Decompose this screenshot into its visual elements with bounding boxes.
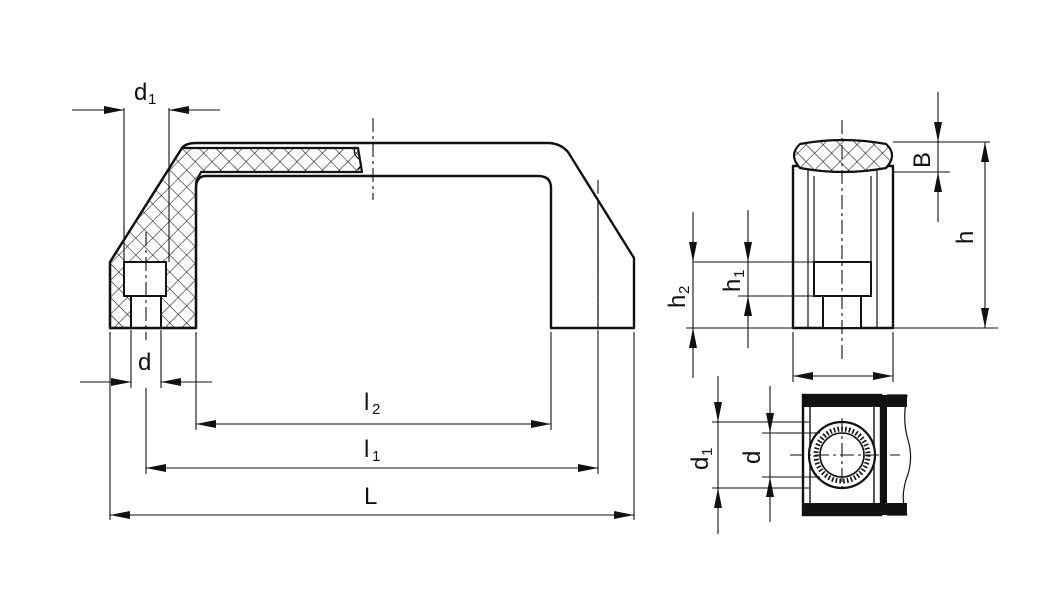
label-B: B xyxy=(909,152,936,168)
dim-h2: h 2 xyxy=(664,212,793,378)
label-h: h xyxy=(952,231,979,244)
label-d-front: d xyxy=(138,349,151,376)
label-d1-sub: 1 xyxy=(148,91,156,108)
label-h1-sub: 1 xyxy=(731,270,748,278)
dim-d-front: d xyxy=(80,330,212,388)
label-l1-sub: 1 xyxy=(372,448,380,465)
front-view xyxy=(108,118,636,340)
dim-d-bottom: d xyxy=(739,386,820,522)
dim-d1-top: d 1 xyxy=(72,79,220,262)
dim-d1-bottom: d 1 xyxy=(687,376,809,534)
dim-side-width xyxy=(792,332,894,382)
dim-B: B xyxy=(893,92,990,222)
label-h2-sub: 2 xyxy=(676,286,693,294)
dim-l1: l 1 xyxy=(145,340,599,474)
label-l2: l xyxy=(364,389,369,416)
label-bottom-d1: d xyxy=(687,457,714,470)
bottom-view xyxy=(790,393,912,517)
dim-L: L xyxy=(109,332,635,520)
label-l2-sub: 2 xyxy=(372,401,380,418)
label-bottom-d: d xyxy=(739,451,766,464)
side-view xyxy=(791,120,895,360)
label-h2: h xyxy=(664,295,691,308)
label-l1: l xyxy=(364,436,369,463)
front-outline xyxy=(108,141,636,330)
label-h1: h xyxy=(719,279,746,292)
side-cap-hatch xyxy=(792,138,894,174)
bottom-bar-top xyxy=(803,395,907,407)
dim-h1: h 1 xyxy=(719,210,814,348)
dim-h: h xyxy=(893,142,998,329)
dim-l2: l 2 xyxy=(195,332,552,430)
label-d1: d xyxy=(134,79,147,106)
label-L: L xyxy=(364,483,377,510)
label-bottom-d1-sub: 1 xyxy=(699,448,716,456)
front-counterbore xyxy=(123,261,167,297)
bottom-bar-bottom xyxy=(803,503,907,515)
section-break-line xyxy=(353,146,362,171)
